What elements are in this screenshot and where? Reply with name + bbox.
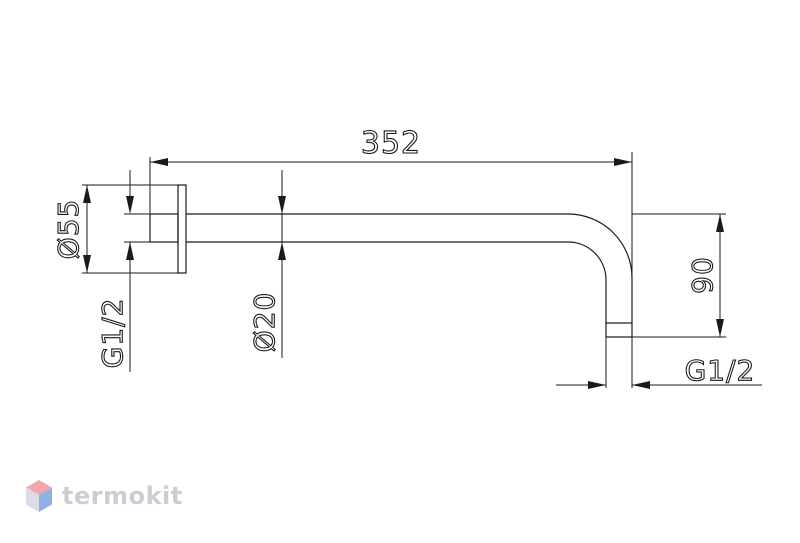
dim-height-label: 90 — [686, 256, 719, 294]
arrow-height-bottom — [716, 319, 724, 337]
arrow-flange-bottom — [83, 255, 91, 273]
wall-connector — [149, 213, 179, 243]
hexagon-cube-logo-icon — [26, 480, 52, 512]
arrow-pipe-bottom — [278, 242, 286, 260]
outlet-nipple — [605, 322, 633, 338]
dim-length-label: 352 — [361, 126, 421, 161]
arrow-length-left — [150, 158, 168, 166]
watermark: termokit — [24, 478, 183, 514]
dim-pipe-label: Ø20 — [248, 292, 281, 353]
pipe-arm-bottom — [186, 241, 607, 323]
pipe-arm-top — [186, 213, 633, 323]
dim-flange-label: Ø55 — [52, 199, 85, 260]
dim-thread-outlet-label: G1/2 — [685, 354, 756, 387]
arrow-outlet-right — [632, 381, 650, 389]
dim-thread-wall-label: G1/2 — [96, 298, 129, 369]
arrow-length-right — [614, 158, 632, 166]
arrow-pipe-top — [278, 196, 286, 214]
arrow-outlet-left — [588, 381, 606, 389]
arrow-thread-wall-top — [126, 196, 134, 214]
wall-flange — [177, 184, 187, 274]
arrow-flange-top — [83, 185, 91, 203]
arrow-height-top — [716, 214, 724, 232]
arrow-thread-wall-bottom — [126, 242, 134, 260]
watermark-brand: termokit — [62, 482, 183, 510]
